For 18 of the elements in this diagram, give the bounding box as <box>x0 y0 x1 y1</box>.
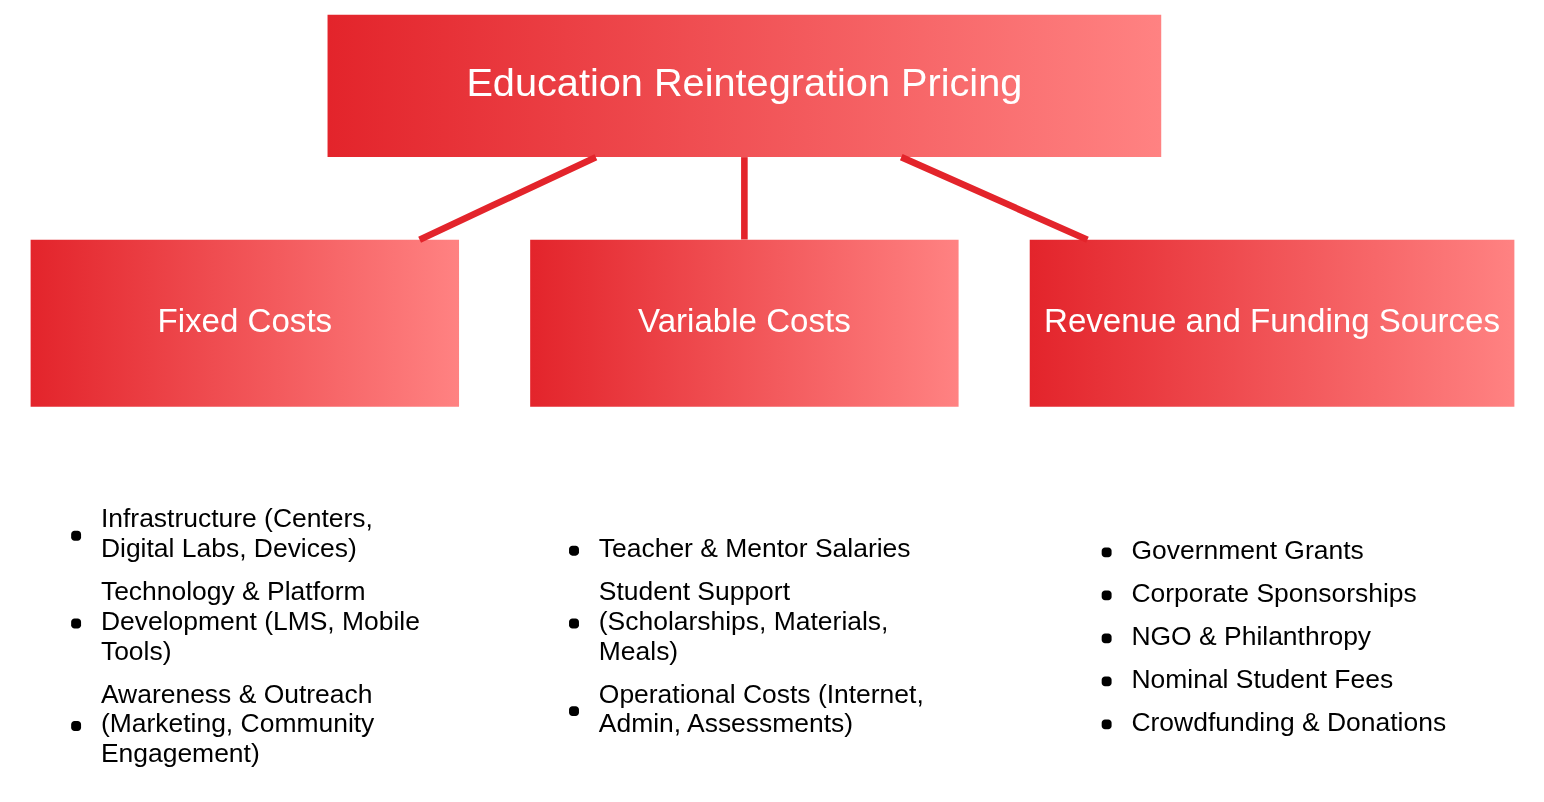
connector <box>740 157 748 240</box>
node-box: Revenue and Funding Sources <box>1029 239 1514 407</box>
node-label: Infrastructure (Centers, Digital Labs, Devices) <box>100 503 373 563</box>
node-label: Nominal Student Fees <box>1130 663 1393 694</box>
node-label: Operational Costs (Internet, Admin, Assessments) <box>598 678 924 739</box>
node-box: Variable Costs <box>529 239 959 407</box>
node-label: Crowdfunding & Donations <box>1130 706 1446 737</box>
node-label: Corporate Sponsorships <box>1130 577 1417 608</box>
node-label: Government Grants <box>1130 534 1364 565</box>
node-label: Awareness & Outreach (Marketing, Community Engagement) <box>100 678 374 769</box>
node-box: Fixed Costs <box>30 239 459 407</box>
node-label: Technology & Platform Development (LMS, Mobile Tools) <box>100 575 420 666</box>
node-label: NGO & Philanthropy <box>1130 620 1371 651</box>
node-label: Student Support (Scholarships, Materials, Meals) <box>598 575 888 666</box>
connector <box>417 154 597 243</box>
node-box: Education Reintegration Pricing <box>327 14 1161 157</box>
connector <box>899 154 1089 243</box>
node-label: Teacher & Mentor Salaries <box>598 532 911 563</box>
